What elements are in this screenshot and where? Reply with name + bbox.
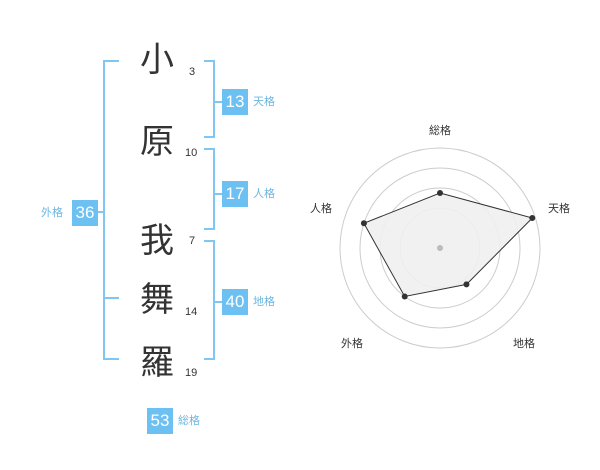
jinkaku-bracket-bottom (204, 228, 215, 230)
tenkaku-bracket-top (204, 60, 215, 62)
name-char-2: 原 (140, 122, 174, 162)
tenkaku-label: 天格 (253, 95, 275, 108)
jinkaku-connector (213, 193, 222, 195)
radar-ring-4 (339, 147, 541, 349)
chikaku-badge: 40 (222, 289, 248, 315)
gaikaku-bracket-bottom (103, 358, 119, 360)
soukaku-label: 総格 (178, 414, 200, 427)
jinkaku-bracket-vertical (213, 148, 215, 230)
chikaku-label: 地格 (253, 295, 275, 308)
gaikaku-bracket-top (103, 60, 119, 62)
radar-point-3 (401, 293, 408, 300)
axis-label-soukaku: 総格 (429, 123, 451, 137)
radar-data-points (360, 190, 536, 300)
name-char-5: 羅 (140, 343, 174, 383)
soukaku-badge: 53 (147, 408, 173, 434)
gaikaku-bracket-vertical (103, 60, 105, 360)
axis-label-tenkaku: 天格 (548, 201, 570, 215)
radar-point-1 (529, 215, 536, 222)
tenkaku-badge: 13 (222, 89, 248, 115)
name-char-3: 我 (140, 221, 174, 261)
chikaku-bracket-vertical (213, 240, 215, 360)
jinkaku-label: 人格 (253, 187, 275, 200)
stroke-count-5: 19 (185, 367, 198, 379)
radar-point-4 (360, 220, 367, 227)
chikaku-bracket-top (204, 240, 215, 242)
gaikaku-label: 外格 (41, 206, 63, 219)
chikaku-connector (213, 301, 222, 303)
axis-label-gaikaku: 外格 (341, 336, 363, 350)
gaikaku-bracket-mid (103, 297, 119, 299)
name-char-4: 舞 (140, 280, 174, 320)
tenkaku-connector (213, 101, 222, 103)
radar-point-2 (463, 281, 470, 288)
radar-data-polygon (363, 192, 534, 298)
stroke-count-1: 3 (189, 66, 196, 78)
radar-ring-3 (359, 167, 521, 329)
tenkaku-bracket-bottom (204, 136, 215, 138)
tenkaku-bracket-vertical (213, 60, 215, 138)
name-char-1: 小 (140, 40, 174, 80)
chikaku-bracket-bottom (204, 358, 215, 360)
stroke-count-2: 10 (185, 147, 198, 159)
stroke-count-3: 7 (189, 235, 196, 247)
gaikaku-connector (97, 211, 104, 213)
jinkaku-bracket-top (204, 148, 215, 150)
gaikaku-badge: 36 (72, 200, 98, 226)
axis-label-jinkaku: 人格 (310, 201, 332, 215)
stroke-count-4: 14 (185, 306, 198, 318)
radar-point-0 (437, 190, 443, 196)
radar-center-dot (437, 245, 443, 251)
jinkaku-badge: 17 (222, 181, 248, 207)
axis-label-chikaku: 地格 (513, 336, 535, 350)
